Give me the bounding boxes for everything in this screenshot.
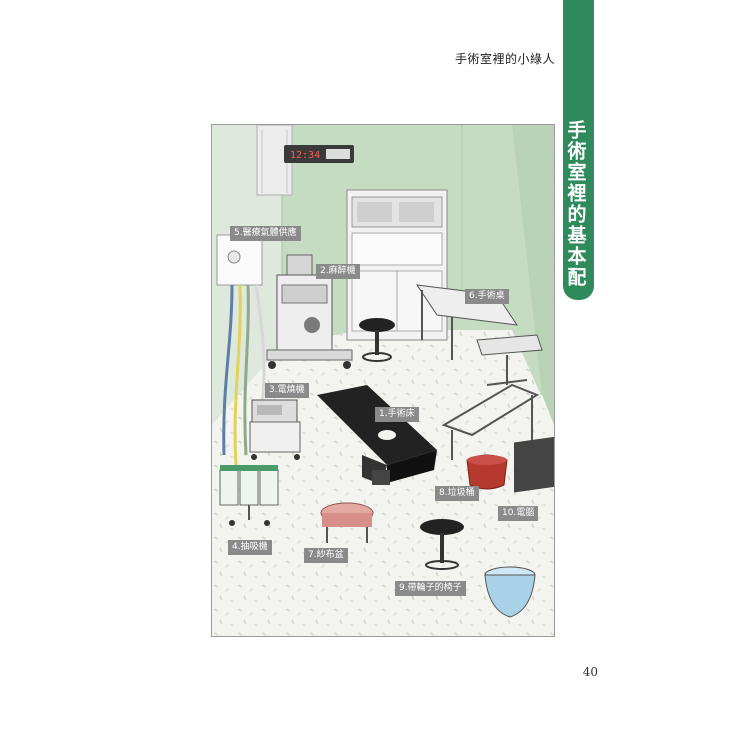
anesthesia-machine (266, 254, 353, 369)
trash-bin (466, 454, 508, 490)
page-number: 40 (582, 665, 598, 679)
label-computer: 10.電腦 (498, 506, 539, 521)
label-trash-bin: 8.垃圾桶 (435, 486, 479, 501)
label-anesthesia: 2.麻醉機 (316, 264, 360, 279)
supply-cabinet (346, 189, 448, 341)
right-wall (512, 125, 554, 425)
electrocautery-unit (249, 399, 301, 460)
computer (514, 436, 554, 493)
gauze-basin (320, 502, 374, 543)
gas-supply-panel (216, 234, 266, 466)
blue-bin (484, 566, 536, 618)
running-header: 手術室裡的小綠人 (454, 52, 555, 66)
monitor-time: 12:34 (290, 150, 320, 161)
anesthesia-stool (359, 318, 395, 362)
label-surgical-table: 6.手術桌 (465, 289, 509, 304)
operating-room-illustration: 12:34 (211, 124, 555, 637)
suction-machine (219, 465, 279, 526)
operating-bed (317, 385, 437, 485)
warming-cart (441, 383, 540, 460)
label-electrocautery: 3.電燒機 (265, 383, 309, 398)
label-operating-bed: 1.手術床 (375, 407, 419, 422)
label-wheeled-chair: 9.帶輪子的椅子 (395, 581, 466, 596)
label-suction: 4.抽吸機 (228, 540, 272, 555)
label-gas-supply: 5.醫療氣體供應 (230, 226, 301, 241)
wheeled-chair (420, 519, 464, 570)
label-gauze-basin: 7.紗布盆 (304, 548, 348, 563)
chapter-title: 手術室裡的基本配置 (538, 120, 587, 288)
chapter-tab: 手術室裡的基本配置 (538, 0, 594, 300)
